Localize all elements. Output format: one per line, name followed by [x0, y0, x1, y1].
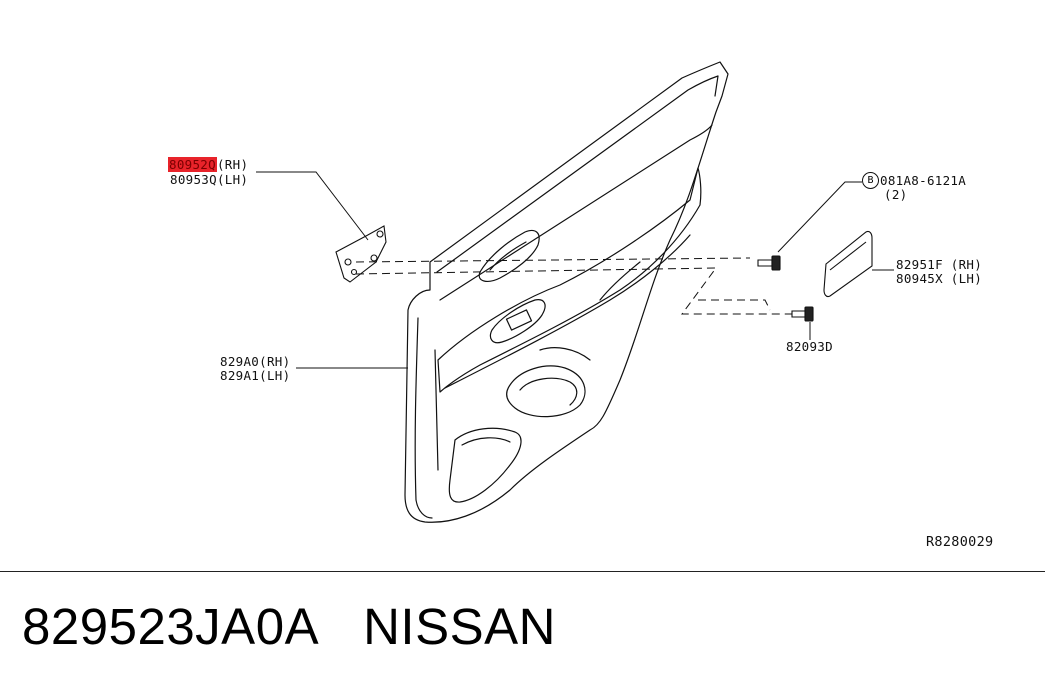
leader-lines [256, 171, 894, 369]
callout-trim-rh: 829A0(RH) [220, 354, 291, 369]
callout-bolt-qty: (2) [884, 187, 908, 202]
dashed-guides [355, 257, 792, 315]
bolt-ref-symbol: B [862, 172, 879, 189]
diagram-reference-code: R8280029 [926, 534, 994, 550]
part-number: 829523JA0A [22, 598, 320, 655]
door-handle [478, 229, 540, 282]
cup-holder [506, 365, 586, 418]
bracket-part [335, 225, 387, 283]
screw-part [757, 255, 781, 271]
footer-divider [0, 571, 1045, 572]
callout-bolt: 081A8-6121A [880, 173, 967, 188]
door-trim-inner-line [436, 75, 719, 273]
callout-finisher-lh: 80945X (LH) [896, 271, 983, 286]
callout-finisher-rh: 82951F (RH) [896, 257, 983, 272]
door-trim-diagram [256, 61, 894, 523]
callout-bracket-rh: 80952Q(RH) [168, 157, 249, 172]
finisher-part [823, 230, 873, 298]
clip-part [791, 306, 814, 322]
door-trim-outline [404, 61, 729, 523]
callout-clip: 82093D [786, 339, 833, 354]
armrest-band [437, 167, 702, 393]
brand-name: NISSAN [363, 598, 556, 655]
map-pocket [448, 427, 522, 503]
callout-trim-lh: 829A1(LH) [220, 368, 291, 383]
footer-caption: 829523JA0A NISSAN [22, 594, 556, 660]
window-switch [489, 299, 546, 344]
callout-bracket-lh: 80953Q(LH) [170, 172, 249, 187]
highlighted-part-number: 80952Q [168, 157, 217, 172]
callout-bracket-rh-suffix: (RH) [216, 157, 249, 172]
